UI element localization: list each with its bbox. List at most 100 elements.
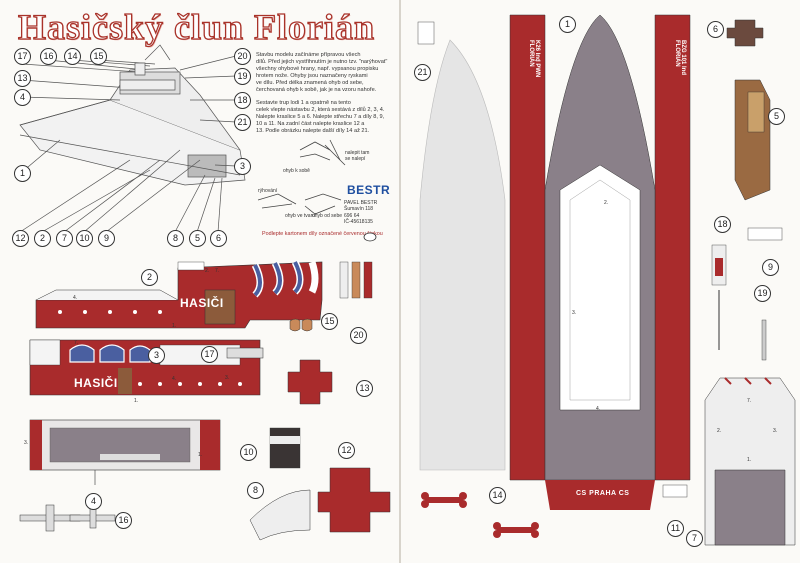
part-number-12: 12: [338, 442, 355, 459]
part-17-pipe: [226, 347, 264, 359]
part-number-13: 13: [356, 380, 373, 397]
part-number-6: 6: [707, 21, 724, 38]
piece-label: 1.: [134, 398, 139, 404]
hull-side-text-right: BZG 101 Ind FLORIÁN: [674, 40, 686, 76]
score-label: rýhování: [258, 188, 278, 194]
piece-label: 3.: [225, 375, 230, 381]
red-arrow-marker: [363, 232, 377, 242]
part-18-mast: [711, 244, 727, 350]
part-number-21: 21: [414, 64, 431, 81]
piece-label: 7.: [215, 268, 220, 274]
valley-fold-label: ohyb k sobě: [283, 168, 310, 174]
stern-registration: CS PRAHA CS: [576, 490, 630, 497]
part-number-3: 3: [148, 347, 165, 364]
publisher-line: IČ-45618135: [344, 219, 373, 226]
instructions-paragraph-1: Stavbu modelu začínáme přípravou všech d…: [256, 52, 396, 94]
diagram-number: 15: [90, 48, 107, 65]
piece-label: 3.: [773, 428, 778, 434]
part-16-crosses: [19, 504, 116, 532]
diagram-number: 1: [14, 165, 31, 182]
part-number-15: 15: [321, 313, 338, 330]
diagram-number: 18: [234, 92, 251, 109]
diagram-number: 10: [76, 230, 93, 247]
part-9-piece: [747, 227, 783, 241]
instruction-line: 10 a 11. Na zadní část nalepte kraslice …: [256, 121, 365, 127]
instruction-line: čerchovaná ohyb k sobě, jak je na vzoru …: [256, 87, 377, 93]
part-number-18: 18: [714, 216, 731, 233]
piece-label: 1.: [172, 323, 177, 329]
diagram-number: 5: [189, 230, 206, 247]
part-4-deck: [29, 419, 221, 485]
part-14-bones: [421, 492, 539, 538]
instruction-line: všechny ohybové hrany, např. vypsanou pr…: [256, 66, 379, 72]
instruction-line: ve dílu. Před délka znamená ohyb od sebe…: [256, 80, 364, 86]
part-number-16: 16: [115, 512, 132, 529]
part-number-2: 2: [141, 269, 158, 286]
part-number-14: 14: [489, 487, 506, 504]
part-19-rod: [761, 319, 767, 361]
piece-label: 4.: [73, 295, 78, 301]
part-1-hull: [509, 14, 691, 510]
part-number-1: 1: [559, 16, 576, 33]
center-fold: [399, 0, 401, 563]
hasici-label-part-3: HASIČI: [74, 376, 118, 390]
part-11-piece: [662, 484, 688, 498]
instruction-line: celek vlepte nástavbu 2, která sestává z…: [256, 107, 385, 113]
hasici-label-part-2: HASIČI: [180, 296, 224, 310]
publisher-line: 696 64: [344, 212, 360, 219]
diagram-number: 19: [234, 68, 251, 85]
hull-side-text-left: K26 Ind PWN FLORIÁN: [528, 40, 540, 78]
part-2-superstructure: [35, 260, 323, 329]
diagram-number: 17: [14, 48, 31, 65]
part-10-block: [269, 427, 301, 469]
piece-label: 7.: [747, 398, 752, 404]
publisher-line: Šumavín 118: [344, 206, 374, 213]
piece-label: 4.: [172, 376, 177, 382]
piece-label: 7.: [74, 340, 79, 346]
instruction-line: 13. Podle obrázku nalepte další díly 14 …: [256, 128, 370, 134]
part-number-7: 7: [686, 530, 703, 547]
bestr-logo: BESTR: [347, 183, 391, 197]
instructions-paragraph-2: Sestavte trup lodi 1 a opatrně na tento …: [256, 100, 396, 135]
piece-label: 2.: [717, 428, 722, 434]
instruction-line: hrotem nože. Ohyby jsou naznačeny ryskam…: [256, 73, 368, 79]
part-7-stern: [704, 377, 796, 546]
part-15-shapes: [289, 318, 313, 332]
instruction-line: Nalepte kraslice 5 a 6. Nalepte střechu …: [256, 114, 385, 120]
diagram-number: 13: [14, 70, 31, 87]
part-20-strips: [339, 261, 373, 299]
publisher-info: PAVEL BESTR Šumavín 118 696 64 IČ-456181…: [344, 200, 377, 226]
diagram-number: 16: [40, 48, 57, 65]
fold-legend-drawings: [257, 139, 346, 215]
diagram-number: 2: [34, 230, 51, 247]
footnote: Podlepte kartonem díly označené červenou…: [262, 231, 383, 237]
part-6-cross: [726, 19, 764, 47]
piece-label: 1.: [198, 452, 203, 458]
diagram-number: 9: [98, 230, 115, 247]
part-number-10: 10: [240, 444, 257, 461]
instruction-line: Stavbu modelu začínáme přípravou všech: [256, 52, 361, 58]
diagram-number: 6: [210, 230, 227, 247]
part-number-19: 19: [754, 285, 771, 302]
page-title: Hasičský člun Florián: [17, 6, 376, 47]
part-number-8: 8: [247, 482, 264, 499]
piece-label: 3.: [572, 310, 577, 316]
diagram-number: 8: [167, 230, 184, 247]
part-13-cross: [287, 359, 333, 405]
part-3-deckhouse: [29, 339, 261, 396]
part-21-icon: [417, 21, 435, 45]
piece-label: 2.: [205, 268, 210, 274]
diagram-number: 14: [64, 48, 81, 65]
assembly-diagram: [19, 44, 246, 233]
part-12-cross: [317, 467, 391, 533]
part-number-17: 17: [201, 346, 218, 363]
diagram-number: 12: [12, 230, 29, 247]
publisher-line: PAVEL BESTR: [344, 200, 378, 206]
piece-label: 1.: [747, 457, 752, 463]
part-number-11: 11: [667, 520, 684, 537]
part-number-5: 5: [768, 108, 785, 125]
piece-label: 3.: [24, 440, 29, 446]
piece-label: 4.: [596, 406, 601, 412]
instruction-line: dílů. Před jejich vystřihnutím je nutno …: [256, 59, 388, 65]
